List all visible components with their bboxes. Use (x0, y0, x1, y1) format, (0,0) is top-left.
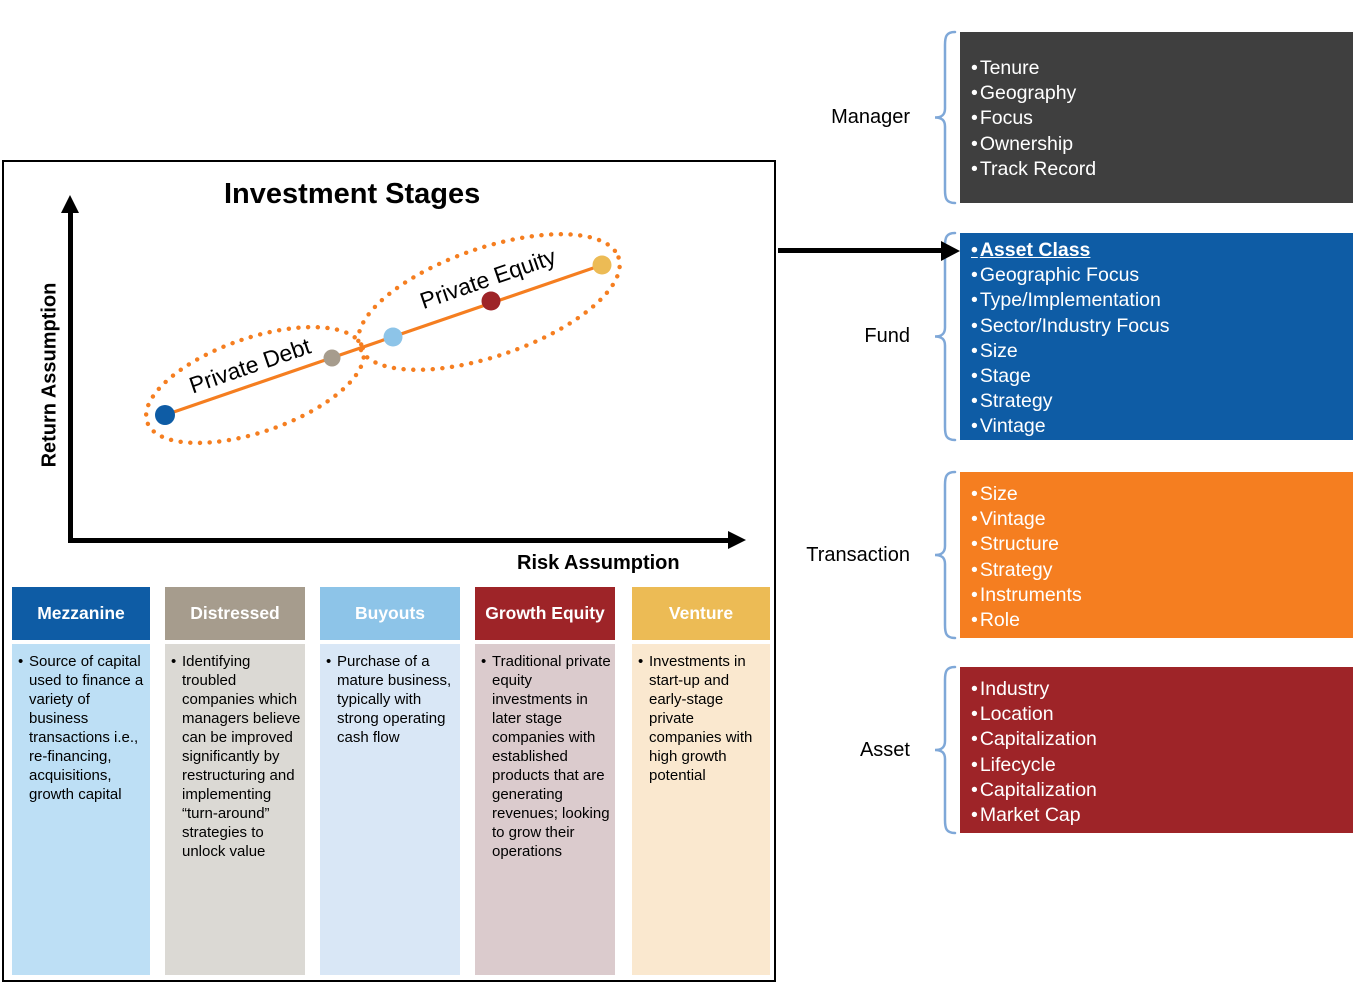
list-item: Strategy (971, 558, 1343, 583)
brace-path (934, 30, 957, 205)
list-item: Instruments (971, 583, 1343, 608)
stage-body: Source of capital used to finance a vari… (12, 644, 150, 975)
list-item: Asset Class (971, 238, 1343, 263)
brace-path (934, 470, 957, 640)
stage-body: Investments in start-up and early-stage … (632, 644, 770, 975)
brace-path (934, 665, 957, 835)
asset-items: IndustryLocationCapitalizationLifecycleC… (971, 677, 1343, 828)
fund-box: Asset ClassGeographic FocusType/Implemen… (960, 233, 1353, 440)
list-item: Sector/Industry Focus (971, 314, 1343, 339)
list-item: Vintage (971, 414, 1343, 439)
stage-description: Identifying troubled companies which man… (171, 652, 302, 862)
transaction-label: Transaction (806, 544, 910, 566)
stage-body: Identifying troubled companies which man… (165, 644, 305, 975)
list-item: Vintage (971, 507, 1343, 532)
list-item: Type/Implementation (971, 288, 1343, 313)
distressed-dot (323, 349, 341, 367)
x-axis-arrowhead-icon (728, 531, 746, 549)
brace-path (934, 231, 957, 442)
chart-to-fund-arrow (778, 248, 944, 253)
asset-box: IndustryLocationCapitalizationLifecycleC… (960, 667, 1353, 833)
list-item: Industry (971, 677, 1343, 702)
list-item: Stage (971, 364, 1343, 389)
stage-column-venture: Venture Investments in start-up and earl… (632, 587, 770, 975)
list-item: Role (971, 608, 1343, 633)
stage-header: Buyouts (320, 587, 460, 640)
manager-label: Manager (831, 106, 910, 128)
mezzanine-dot (155, 405, 175, 425)
private-debt-ellipse (143, 324, 367, 446)
stage-header: Distressed (165, 587, 305, 640)
stage-column-distressed: Distressed Identifying troubled companie… (165, 587, 305, 975)
venture-dot (592, 255, 612, 275)
fund-brace-icon (934, 231, 957, 442)
manager-items: TenureGeographyFocusOwnershipTrack Recor… (971, 56, 1343, 182)
list-item: Lifecycle (971, 753, 1343, 778)
stage-body: Purchase of a mature business, typically… (320, 644, 460, 975)
list-item: Market Cap (971, 803, 1343, 828)
stage-header: Mezzanine (12, 587, 150, 640)
list-item: Capitalization (971, 727, 1343, 752)
stage-description: Investments in start-up and early-stage … (638, 652, 767, 785)
fund-label: Fund (864, 325, 910, 347)
manager-brace-icon (934, 30, 957, 205)
asset-label: Asset (859, 739, 910, 761)
stage-description: Source of capital used to finance a vari… (18, 652, 147, 804)
list-item: Capitalization (971, 778, 1343, 803)
stage-description: Traditional private equity investments i… (481, 652, 612, 862)
risk-return-plot (143, 232, 622, 446)
private-equity-ellipse (356, 232, 622, 372)
x-axis (68, 538, 730, 543)
stage-column-growth-equity: Growth Equity Traditional private equity… (475, 587, 615, 975)
list-item: Size (971, 482, 1343, 507)
list-item: Geographic Focus (971, 263, 1343, 288)
list-item: Tenure (971, 56, 1343, 81)
transaction-items: SizeVintageStructureStrategyInstrumentsR… (971, 482, 1343, 633)
stage-column-mezzanine: Mezzanine Source of capital used to fina… (12, 587, 150, 975)
list-item: Track Record (971, 157, 1343, 182)
list-item: Size (971, 339, 1343, 364)
chart-panel: Investment Stages Return Assumption Risk… (2, 160, 776, 982)
list-item: Structure (971, 532, 1343, 557)
y-axis (68, 212, 73, 543)
stage-description: Purchase of a mature business, typically… (326, 652, 457, 747)
transaction-box: SizeVintageStructureStrategyInstrumentsR… (960, 472, 1353, 638)
stage-column-buyouts: Buyouts Purchase of a mature business, t… (320, 587, 460, 975)
chart-title: Investment Stages (224, 178, 481, 210)
growth-equity-dot (481, 291, 501, 311)
list-item: Location (971, 702, 1343, 727)
list-item: Ownership (971, 132, 1343, 157)
stage-header: Venture (632, 587, 770, 640)
trend-line (164, 263, 603, 417)
y-axis-arrowhead-icon (61, 195, 79, 213)
list-item: Strategy (971, 389, 1343, 414)
x-axis-label: Risk Assumption (517, 552, 680, 574)
transaction-brace-icon (934, 470, 957, 640)
fund-items: Asset ClassGeographic FocusType/Implemen… (971, 238, 1343, 440)
list-item: Geography (971, 81, 1343, 106)
manager-box: TenureGeographyFocusOwnershipTrack Recor… (960, 32, 1353, 203)
stage-header: Growth Equity (475, 587, 615, 640)
asset-brace-icon (934, 665, 957, 835)
stage-body: Traditional private equity investments i… (475, 644, 615, 975)
list-item: Focus (971, 106, 1343, 131)
chart-to-fund-arrowhead-icon (941, 241, 960, 261)
buyouts-dot (383, 327, 403, 347)
